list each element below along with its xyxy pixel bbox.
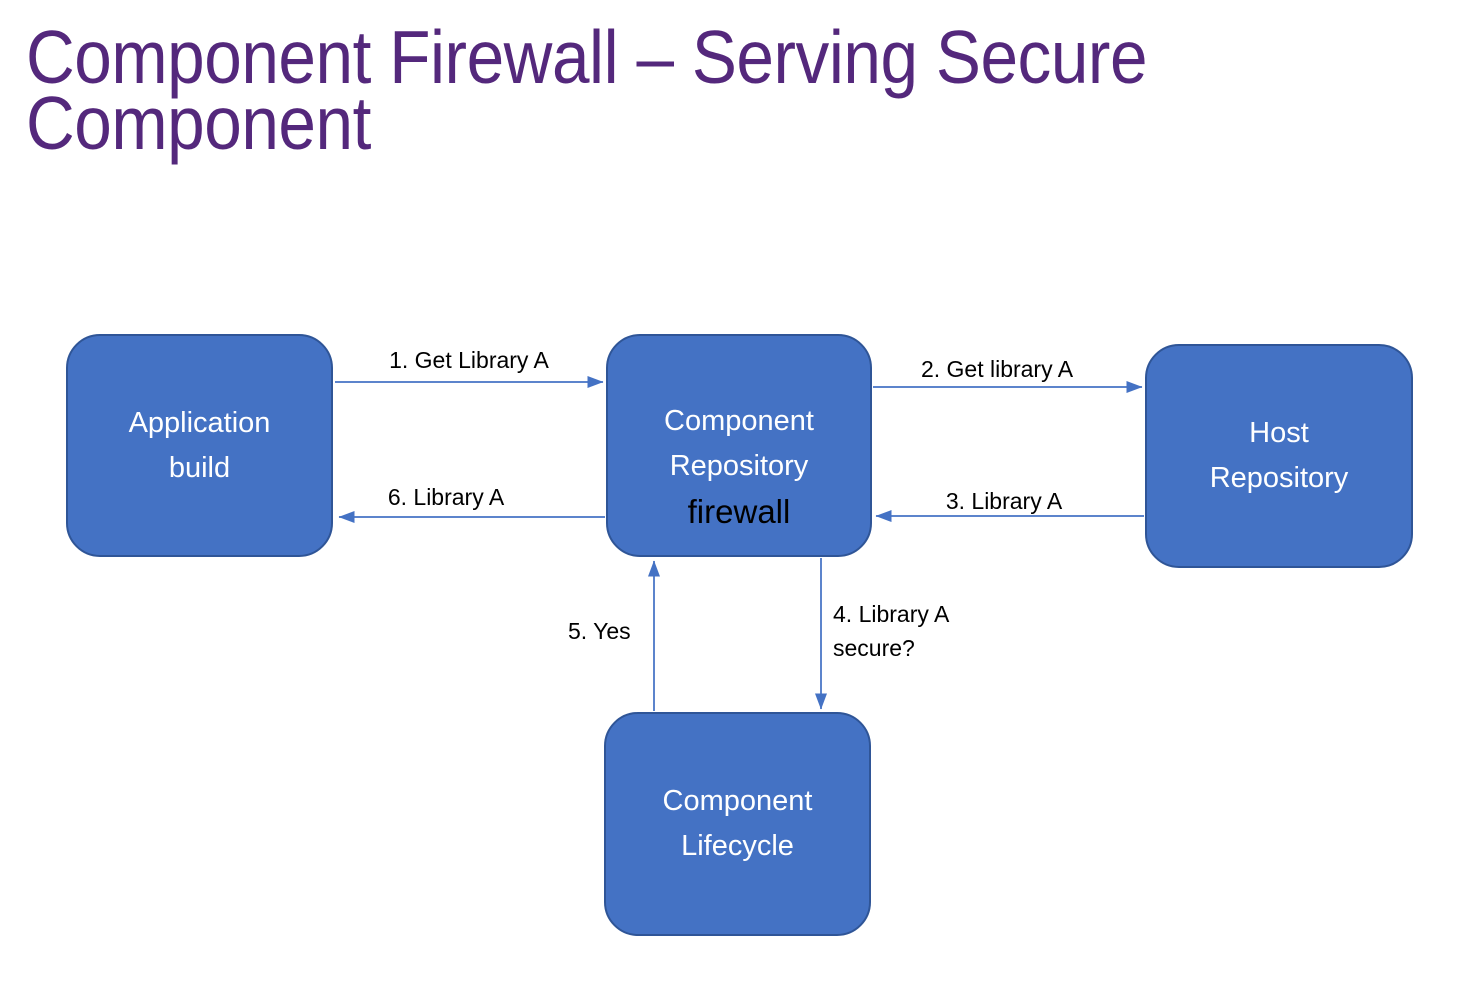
edge-4-label-line2: secure? [833,635,915,661]
node-component-lifecycle: Component Lifecycle [604,712,871,936]
node-component-lifecycle-line1: Component [662,785,813,817]
edge-2-label: 2. Get library A [920,356,1074,382]
node-application-build-line1: Application [128,406,271,439]
edge-4-label-line1: 4. Library A [833,601,950,627]
node-component-repository-sublabel: firewall [687,492,791,530]
node-host-repository-line1: Host [1249,417,1309,449]
edge-5-label: 5. Yes [568,618,631,644]
slide-title: Component Firewall – Serving Secure Comp… [26,15,1148,165]
node-component-repository: Component Repository firewall [606,334,872,557]
node-application-build: Application build [66,334,333,557]
node-application-build-line2: build [168,451,231,484]
slide-title-line2: Component [26,81,371,165]
slide-title-line1: Component Firewall – Serving Secure [26,15,1148,99]
edge-6-label: 6. Library A [387,484,505,510]
edge-4-label: 4. Library A secure? [833,597,949,665]
node-host-repository-line2: Repository [1209,462,1349,494]
node-component-repository-line2: Repository [669,449,809,482]
edge-3-label: 3. Library A [945,488,1063,514]
node-component-lifecycle-line2: Lifecycle [681,830,794,862]
node-component-repository-line1: Component [664,404,814,437]
node-host-repository: Host Repository [1145,344,1413,568]
edge-1-label: 1. Get Library A [389,347,549,373]
